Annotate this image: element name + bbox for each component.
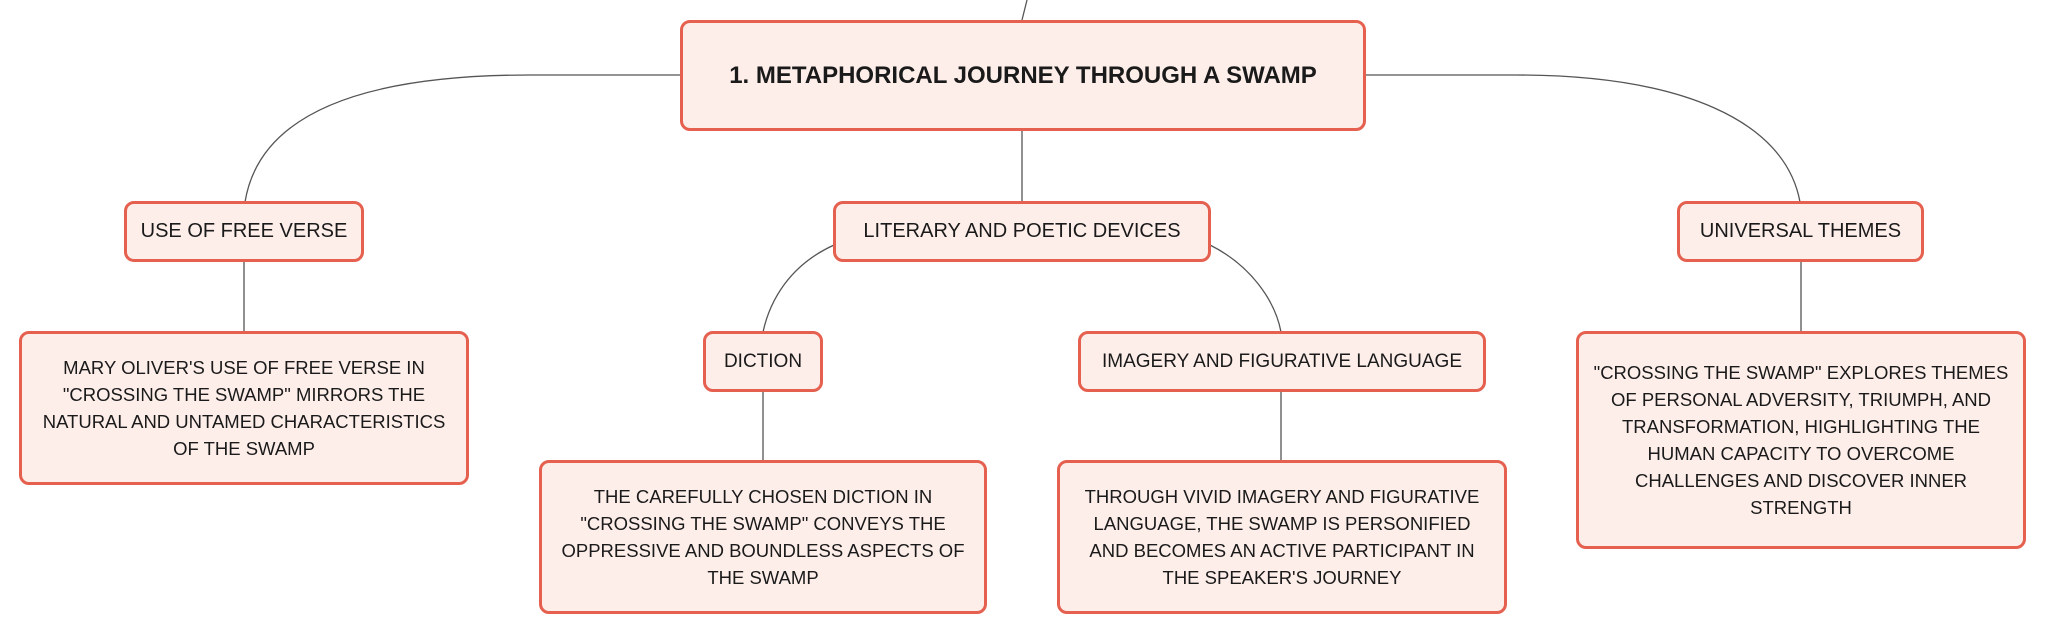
node-label: UNIVERSAL THEMES <box>1699 220 1902 242</box>
node-diction-detail[interactable]: THE CAREFULLY CHOSEN DICTION IN "CROSSIN… <box>539 460 987 614</box>
node-label: USE OF FREE VERSE <box>140 220 348 242</box>
node-label: THROUGH VIVID IMAGERY AND FIGURATIVE LAN… <box>1084 486 1480 588</box>
node-label: LITERARY AND POETIC DEVICES <box>863 220 1181 242</box>
root-node-label: 1. METAPHORICAL JOURNEY THROUGH A SWAMP <box>729 61 1317 89</box>
node-imagery-and-figurative-language[interactable]: IMAGERY AND FIGURATIVE LANGUAGE <box>1078 331 1486 392</box>
edge-root-themes <box>1366 74 1801 203</box>
node-free-verse-detail[interactable]: MARY OLIVER'S USE OF FREE VERSE IN "CROS… <box>19 331 469 485</box>
node-label: "CROSSING THE SWAMP" EXPLORES THEMES OF … <box>1593 362 2009 518</box>
node-imagery-detail[interactable]: THROUGH VIVID IMAGERY AND FIGURATIVE LAN… <box>1057 460 1507 614</box>
node-label: THE CAREFULLY CHOSEN DICTION IN "CROSSIN… <box>561 486 965 588</box>
node-themes-detail[interactable]: "CROSSING THE SWAMP" EXPLORES THEMES OF … <box>1576 331 2026 549</box>
node-use-of-free-verse[interactable]: USE OF FREE VERSE <box>124 201 364 262</box>
node-universal-themes[interactable]: UNIVERSAL THEMES <box>1677 201 1924 262</box>
edge-root-free-verse <box>244 74 680 203</box>
node-label: IMAGERY AND FIGURATIVE LANGUAGE <box>1101 350 1463 372</box>
node-literary-and-poetic-devices[interactable]: LITERARY AND POETIC DEVICES <box>833 201 1211 262</box>
node-label: DICTION <box>723 350 803 372</box>
edge-devices-diction <box>762 244 835 333</box>
edge-devices-imagery <box>1209 244 1282 333</box>
root-node[interactable]: 1. METAPHORICAL JOURNEY THROUGH A SWAMP <box>680 20 1366 131</box>
node-label: MARY OLIVER'S USE OF FREE VERSE IN "CROS… <box>42 357 446 459</box>
node-diction[interactable]: DICTION <box>703 331 823 392</box>
edge-top-offscreen <box>1021 0 1028 21</box>
